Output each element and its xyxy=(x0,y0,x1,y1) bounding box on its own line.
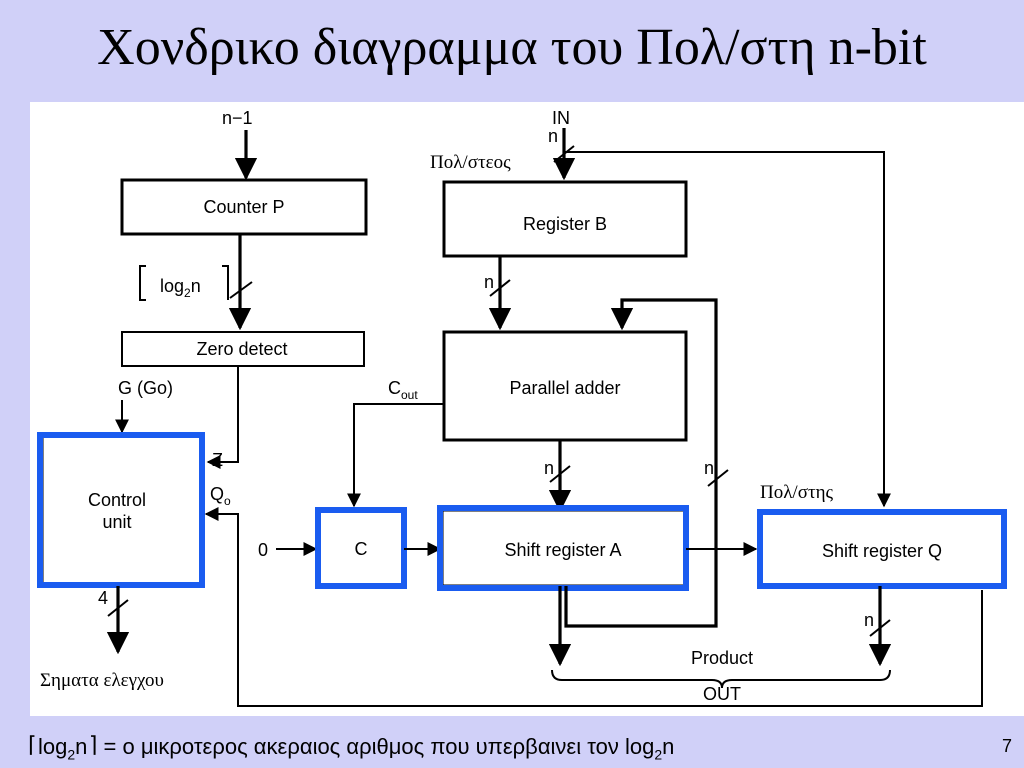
multiplier-label: Πολ/στης xyxy=(760,482,834,503)
multiplicand-label: Πολ/στεος xyxy=(430,152,511,173)
shift-register-q-label: Shift register Q xyxy=(822,541,942,561)
log-ceil-right xyxy=(222,265,229,300)
log2n-prefix: log xyxy=(160,276,184,296)
in-to-q-line xyxy=(564,151,891,508)
cout-line xyxy=(347,403,444,508)
feedback-bus-slash xyxy=(707,469,729,487)
product-label: Product xyxy=(691,648,753,668)
in-bus-slash xyxy=(553,145,575,163)
counter-bus-slash xyxy=(229,281,253,299)
page-number: 7 xyxy=(1002,736,1013,756)
g-go-label: G (Go) xyxy=(118,378,173,398)
shift-register-a-label: Shift register A xyxy=(504,540,621,560)
control-bus-slash xyxy=(107,599,129,617)
zero-detect-block xyxy=(121,331,365,367)
z-label: Z xyxy=(212,450,223,470)
log-ceil-left xyxy=(139,265,146,301)
log2n-sub: 2 xyxy=(184,286,191,300)
out-brace xyxy=(551,669,891,689)
control-unit-label-2: unit xyxy=(102,512,131,532)
b-bus-slash xyxy=(489,279,511,297)
zero-input-label: 0 xyxy=(258,540,268,560)
log2n-suffix: n xyxy=(191,276,201,296)
zero-detect-label: Zero detect xyxy=(196,339,287,359)
slide-title: Χονδρικο διαγραμμα του Πολ/στη n-bit xyxy=(97,19,927,76)
footer-ceil-left: ⌈ xyxy=(28,732,37,757)
footer-ceil-right: ⌉ xyxy=(88,732,98,757)
c-label: C xyxy=(355,539,368,559)
q0-label: Qo xyxy=(210,484,231,508)
footer-log-prefix: log xyxy=(38,734,68,759)
in-label: IN xyxy=(552,108,570,128)
parallel-adder-label: Parallel adder xyxy=(509,378,620,398)
control-unit-highlight xyxy=(37,432,205,588)
footer-log-mid: n xyxy=(75,734,88,759)
z-signal-line xyxy=(206,366,239,469)
cout-label: Cout xyxy=(388,378,418,402)
control-unit-block xyxy=(40,434,204,586)
footer-sub2: 2 xyxy=(654,746,663,763)
feedback-n-label: n xyxy=(704,458,714,478)
counter-p-block xyxy=(120,178,368,236)
log2n-label: log2n xyxy=(160,276,201,300)
adder-bus-slash xyxy=(549,465,571,483)
footer-log-sub: 2 xyxy=(67,746,76,763)
q-n-label: n xyxy=(864,610,874,630)
cout-sub: out xyxy=(401,388,418,402)
register-b-label: Register B xyxy=(523,214,607,234)
q-bus-slash xyxy=(869,619,891,637)
register-b-block xyxy=(442,180,688,258)
footer-ceil: ⌈log2n⌉ xyxy=(28,732,98,763)
footer-end: n xyxy=(662,734,675,759)
in-n-label: n xyxy=(548,126,558,146)
counter-p-label: Counter P xyxy=(203,197,284,217)
a-feedback-line xyxy=(564,298,718,628)
q0-feedback-line xyxy=(204,507,983,707)
adder-n-label: n xyxy=(544,458,554,478)
q0-sub: o xyxy=(224,494,231,508)
parallel-adder-block xyxy=(442,330,688,442)
cout-main: C xyxy=(388,378,401,398)
out-label: OUT xyxy=(703,684,741,704)
b-n-label: n xyxy=(484,272,494,292)
control-unit-label-1: Control xyxy=(88,490,146,510)
shift-register-q-highlight xyxy=(757,509,1007,589)
control-signals-label: Σηματα ελεγχου xyxy=(40,670,164,691)
q0-main: Q xyxy=(210,484,224,504)
footer-note: ⌈log2n⌉ = ο μικροτερος ακεραιος αριθμος … xyxy=(28,732,675,763)
four-label: 4 xyxy=(98,588,108,608)
footer-text: = ο μικροτερος ακεραιος αριθμος που υπερ… xyxy=(103,734,655,759)
n-minus-1-label: n−1 xyxy=(222,108,253,128)
